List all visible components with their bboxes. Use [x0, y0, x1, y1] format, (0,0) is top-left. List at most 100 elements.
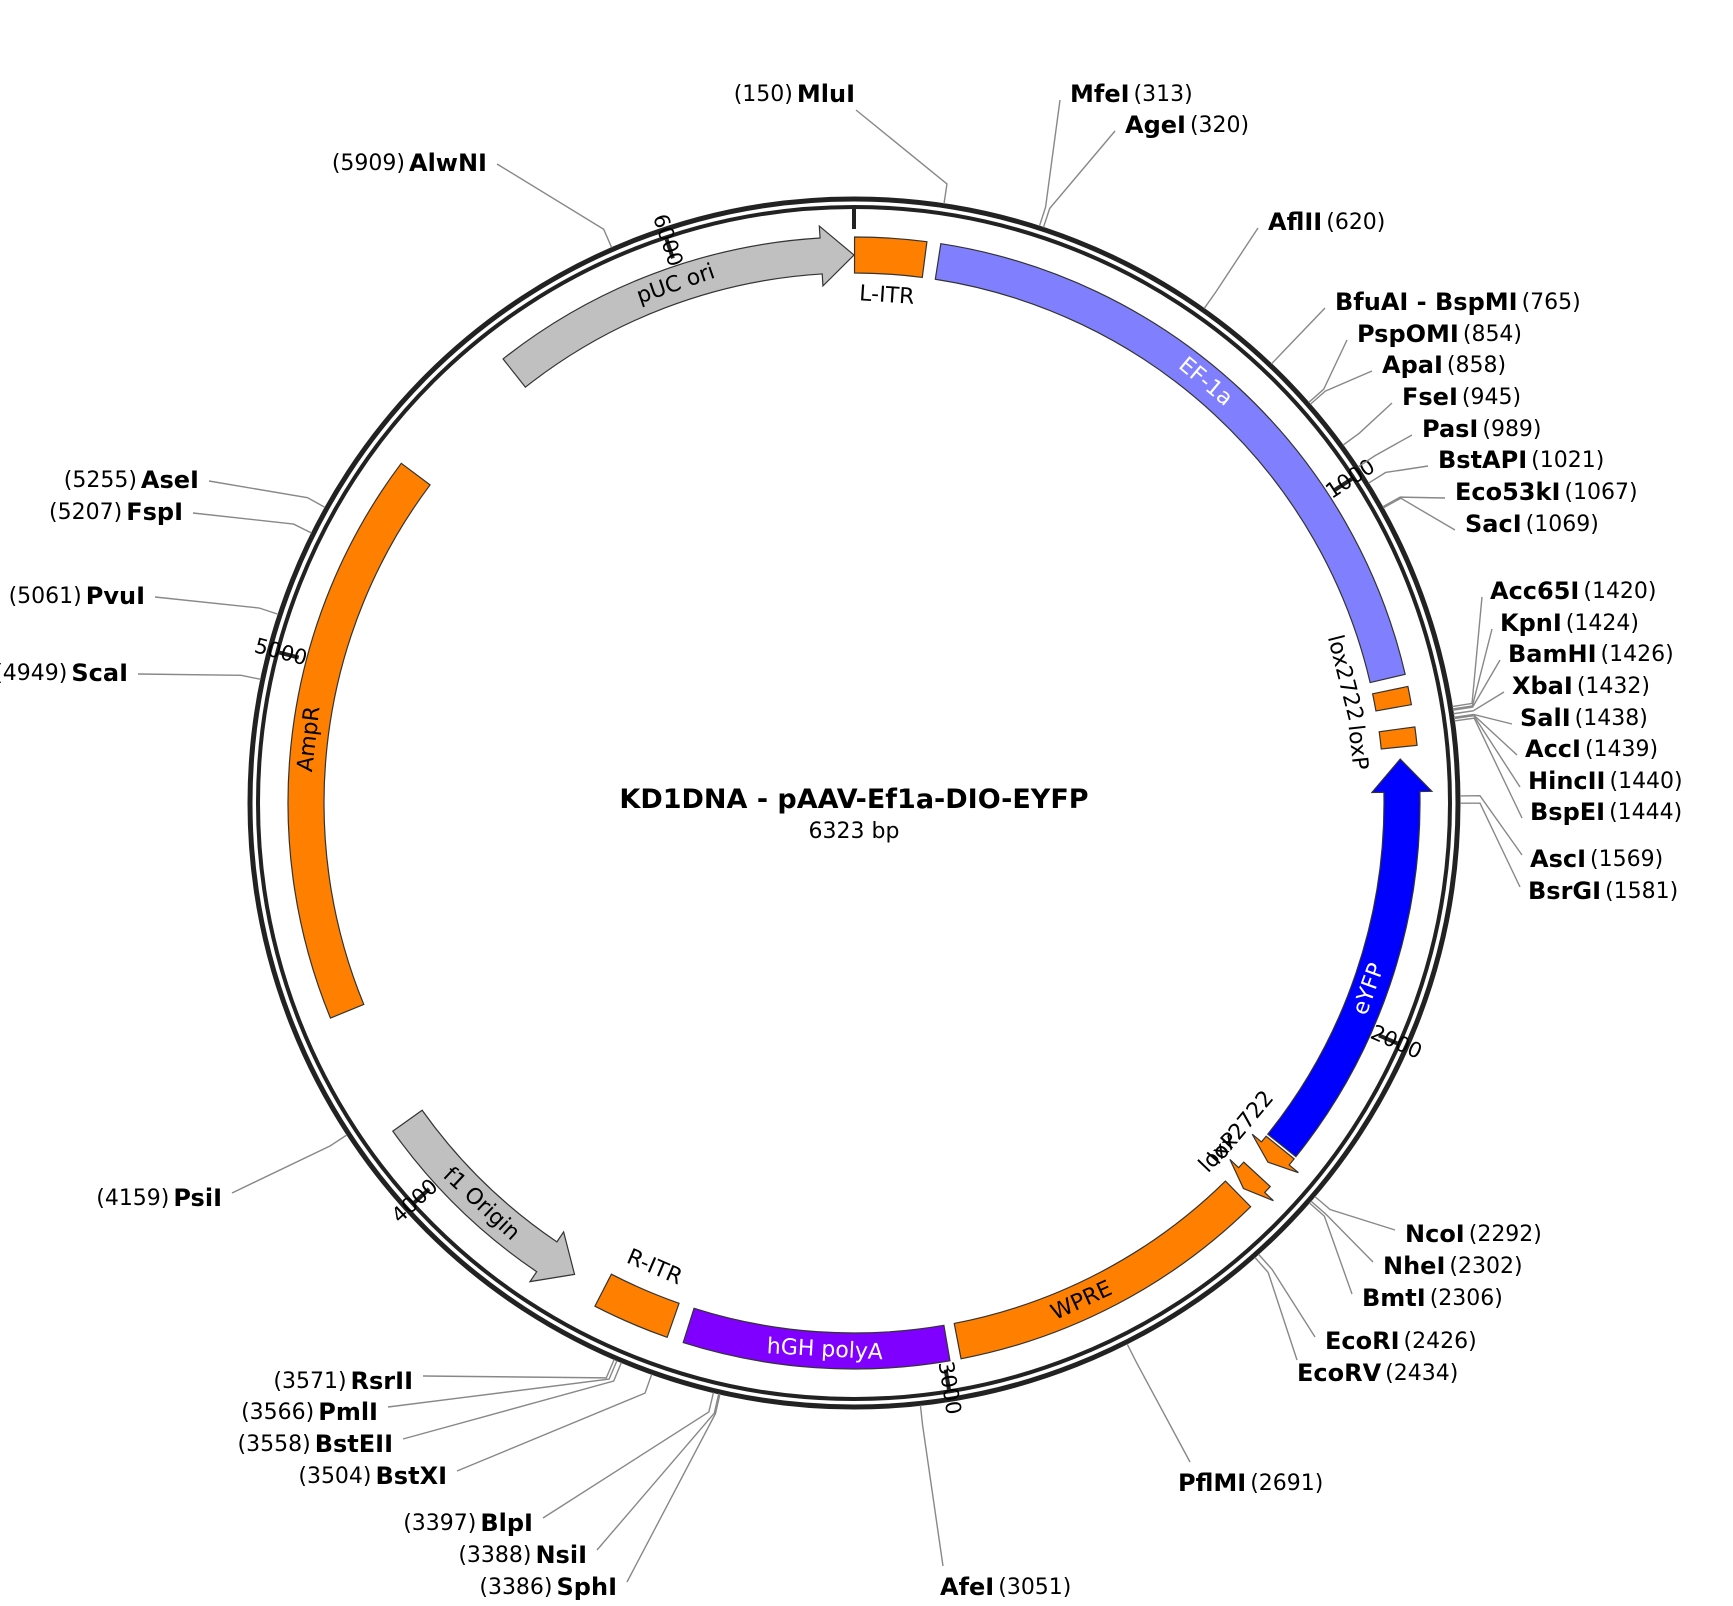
site-name-kpni: KpnI: [1500, 609, 1562, 637]
site-leader-pmli: [387, 1360, 618, 1408]
site-name-apai: ApaI: [1382, 351, 1443, 379]
site-leader-lines: [137, 99, 1523, 1583]
site-leader-bsteii: [402, 1362, 623, 1440]
site-name-mlui: MluI: [797, 80, 855, 108]
site-pos-fspi: (5207): [49, 500, 122, 525]
site-label-scai: (4949) ScaI: [0, 659, 128, 687]
site-label-ecorv: EcoRV (2434): [1297, 1359, 1458, 1387]
site-leader-rsrii: [422, 1359, 615, 1379]
site-name-pflmi: PflMI: [1178, 1469, 1246, 1497]
site-pos-nhei: (2302): [1449, 1254, 1522, 1279]
tick-mark-4000: [413, 1187, 431, 1204]
site-name-asei: AseI: [141, 466, 199, 494]
site-label-xbai: XbaI (1432): [1512, 672, 1650, 700]
feature-eyfp-4: [1266, 758, 1434, 1158]
site-label-sphi: (3386) SphI: [479, 1573, 617, 1601]
site-pos-bfuai-bspmi: (765): [1522, 290, 1581, 315]
site-leader-hincii: [1453, 714, 1521, 788]
site-name-saci: SacI: [1465, 510, 1522, 538]
site-pos-afei: (3051): [998, 1575, 1071, 1600]
site-name-scai: ScaI: [71, 659, 128, 687]
site-label-bamhi: BamHI (1426): [1508, 640, 1674, 668]
site-label-pmli: (3566) PmlI: [241, 1398, 378, 1426]
site-pos-mfei: (313): [1134, 82, 1193, 107]
site-name-fsei: FseI: [1402, 383, 1458, 411]
site-label-aflii: AflII (620): [1268, 208, 1385, 236]
site-name-sphi: SphI: [557, 1573, 617, 1601]
site-pos-bsrgi: (1581): [1605, 879, 1678, 904]
site-label-ecori: EcoRI (2426): [1325, 1327, 1477, 1355]
site-pos-sali: (1438): [1575, 706, 1648, 731]
site-label-pasi: PasI (989): [1422, 415, 1542, 443]
site-label-blpi: (3397) BlpI: [403, 1509, 533, 1537]
site-leader-bstapi: [1368, 465, 1429, 484]
site-name-ecori: EcoRI: [1325, 1327, 1400, 1355]
plasmid-title: KD1DNA - pAAV-Ef1a-DIO-EYFP: [619, 784, 1088, 815]
site-pos-acc65i: (1420): [1583, 579, 1656, 604]
site-name-blpi: BlpI: [480, 1509, 533, 1537]
site-label-nsii: (3388) NsiI: [458, 1541, 587, 1569]
site-name-acc65i: Acc65I: [1490, 577, 1579, 605]
feature-label-l-itr-0: L-ITR: [859, 281, 916, 309]
site-pos-pmli: (3566): [241, 1400, 314, 1425]
site-leader-saci: [1382, 497, 1456, 531]
site-name-agei: AgeI: [1125, 111, 1186, 139]
site-leader-agei: [1042, 130, 1116, 228]
site-name-nhei: NheI: [1383, 1252, 1445, 1280]
site-pos-saci: (1069): [1526, 512, 1599, 537]
site-name-alwni: AlwNI: [409, 149, 487, 177]
site-name-bsteii: BstEII: [315, 1430, 393, 1458]
site-name-bamhi: BamHI: [1508, 640, 1597, 668]
site-pos-xbai: (1432): [1577, 674, 1650, 699]
site-name-asci: AscI: [1530, 845, 1586, 873]
site-pos-alwni: (5909): [332, 151, 405, 176]
feature-label-hgh-polya-8: hGH polyA: [766, 1334, 883, 1365]
site-label-bmti: BmtI (2306): [1362, 1284, 1503, 1312]
site-name-eco53ki: Eco53kI: [1455, 478, 1560, 506]
site-pos-rsrii: (3571): [273, 1369, 346, 1394]
site-pos-apai: (858): [1447, 353, 1506, 378]
site-leader-sphi: [626, 1393, 721, 1583]
site-label-eco53ki: Eco53kI (1067): [1455, 478, 1638, 506]
site-leader-pasi: [1357, 434, 1413, 468]
feature-lox2722-5: [1251, 1133, 1299, 1174]
site-label-mfei: MfeI (313): [1070, 80, 1193, 108]
tick-label-3000: 3000: [934, 1360, 966, 1417]
site-label-alwni: (5909) AlwNI: [332, 149, 487, 177]
site-name-ecorv: EcoRV: [1297, 1359, 1382, 1387]
site-pos-bstapi: (1021): [1531, 448, 1604, 473]
site-label-bsteii: (3558) BstEII: [238, 1430, 393, 1458]
site-leader-pflmi: [1126, 1343, 1191, 1463]
site-name-pspomi: PspOMI: [1357, 320, 1459, 348]
site-label-nhei: NheI (2302): [1383, 1252, 1523, 1280]
site-label-ncoi: NcoI (2292): [1405, 1220, 1542, 1248]
tick-mark-1000: [1333, 477, 1353, 492]
site-leader-pvui: [154, 596, 279, 615]
site-pos-scai: (4949): [0, 661, 67, 686]
feature-loxp-3: [1378, 726, 1418, 750]
feature-f1-origin-10: [391, 1109, 576, 1283]
site-leader-ecorv: [1254, 1256, 1298, 1361]
site-label-fsei: FseI (945): [1402, 383, 1521, 411]
site-pos-ncoi: (2292): [1469, 1222, 1542, 1247]
site-label-bsrgi: BsrGI (1581): [1528, 877, 1678, 905]
site-leader-xbai: [1453, 691, 1505, 715]
site-name-pmli: PmlI: [318, 1398, 378, 1426]
site-pos-asei: (5255): [64, 468, 137, 493]
feature-r-itr-9: [594, 1273, 680, 1339]
feature-loxp-6: [1229, 1158, 1274, 1202]
site-name-bspei: BspEI: [1530, 798, 1605, 826]
site-label-pflmi: PflMI (2691): [1178, 1469, 1323, 1497]
site-pos-blpi: (3397): [403, 1511, 476, 1536]
site-pos-pasi: (989): [1482, 417, 1541, 442]
site-label-asci: AscI (1569): [1530, 845, 1663, 873]
site-leader-ecori: [1257, 1253, 1316, 1338]
feature-l-itr-0: [853, 236, 928, 279]
site-pos-nsii: (3388): [458, 1543, 531, 1568]
site-pos-bsteii: (3558): [238, 1432, 311, 1457]
site-name-sali: SalI: [1520, 704, 1571, 732]
site-leader-ncoi: [1314, 1195, 1396, 1231]
feature-wpre-7: [953, 1180, 1252, 1360]
site-name-xbai: XbaI: [1512, 672, 1573, 700]
site-label-bstxi: (3504) BstXI: [298, 1462, 447, 1490]
